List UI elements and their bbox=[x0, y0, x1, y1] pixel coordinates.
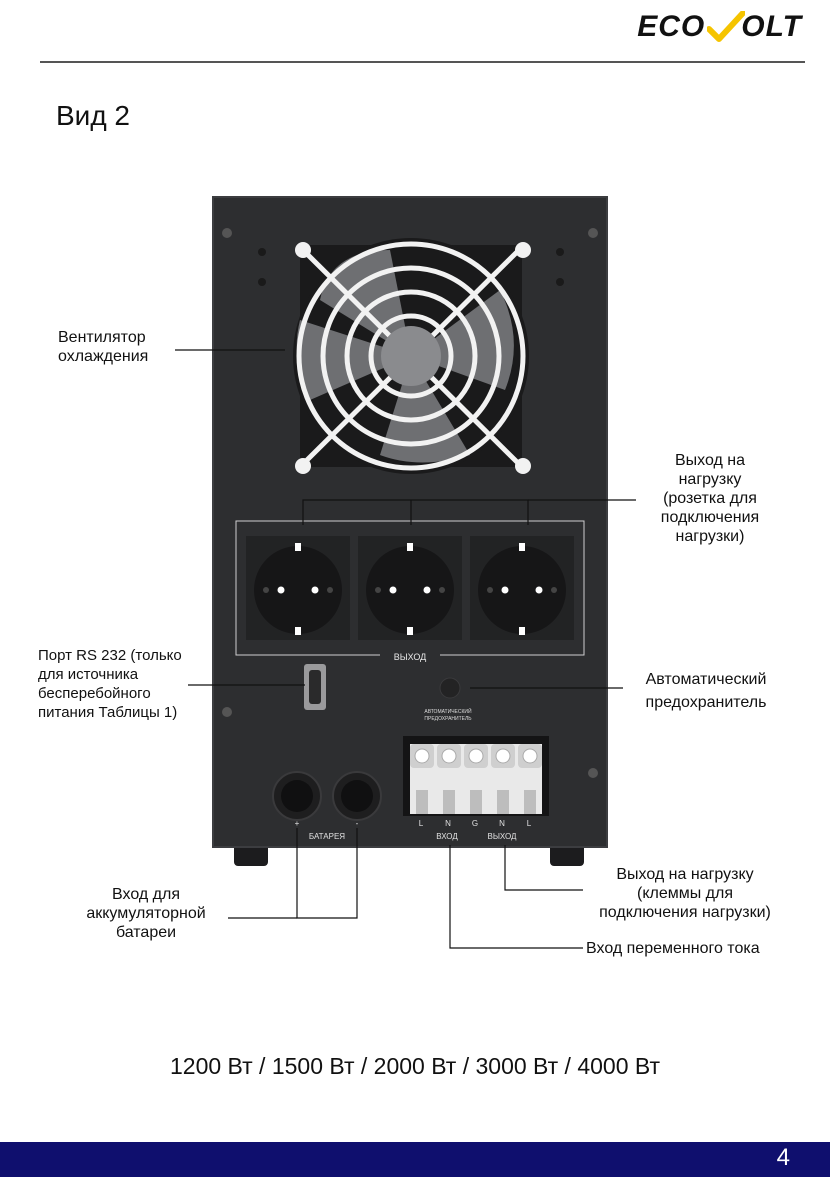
screw-icon bbox=[588, 768, 598, 778]
svg-text:G: G bbox=[472, 819, 478, 828]
callout-ac-in: Вход переменного тока bbox=[586, 940, 760, 957]
svg-text:ВЫХОД: ВЫХОД bbox=[488, 832, 518, 841]
terminal-block-icon bbox=[403, 736, 549, 816]
ecovolt-logo: ECO OLT bbox=[637, 10, 802, 44]
logo-text-right: OLT bbox=[741, 10, 802, 43]
svg-text:L: L bbox=[419, 819, 424, 828]
svg-text:БАТАРЕЯ: БАТАРЕЯ bbox=[309, 832, 345, 841]
socket-3-icon bbox=[470, 536, 574, 640]
screw-icon bbox=[222, 707, 232, 717]
svg-text:N: N bbox=[499, 819, 505, 828]
battery-terminal-minus-icon bbox=[332, 771, 382, 821]
rs232-port-icon bbox=[304, 664, 326, 710]
cooling-fan-icon bbox=[293, 238, 531, 474]
svg-text:-: - bbox=[356, 819, 359, 828]
screw-icon bbox=[588, 228, 598, 238]
power-ratings: 1200 Вт / 1500 Вт / 2000 Вт / 3000 Вт / … bbox=[169, 1053, 661, 1079]
svg-text:N: N bbox=[445, 819, 451, 828]
output-panel-label: ВЫХОД bbox=[394, 652, 427, 662]
callout-leader-lines bbox=[175, 349, 636, 949]
socket-1-icon bbox=[246, 536, 350, 640]
ups-rear-panel-diagram: ВЫХОД АВТОМАТИЧЕСКИЙ ПРЕДОХРАНИТЕЛЬ bbox=[175, 196, 636, 949]
battery-terminal-plus-icon bbox=[272, 771, 322, 821]
breaker-button-icon bbox=[439, 677, 461, 699]
page-title: Вид 2 bbox=[56, 100, 131, 131]
svg-text:АВТОМАТИЧЕСКИЙ: АВТОМАТИЧЕСКИЙ bbox=[424, 707, 472, 715]
svg-text:L: L bbox=[527, 819, 532, 828]
footer-bar: 4 bbox=[0, 1142, 830, 1177]
header-rule bbox=[40, 61, 805, 63]
svg-text:ВХОД: ВХОД bbox=[436, 832, 458, 841]
socket-2-icon bbox=[358, 536, 462, 640]
logo-check-icon bbox=[707, 11, 746, 42]
page-number: 4 bbox=[776, 1144, 790, 1171]
callout-terminals-out: Выход на нагрузку(клеммы для подключения… bbox=[599, 866, 771, 921]
svg-text:ПРЕДОХРАНИТЕЛЬ: ПРЕДОХРАНИТЕЛЬ bbox=[424, 716, 472, 722]
logo-text-left: ECO bbox=[637, 10, 706, 43]
svg-text:+: + bbox=[295, 819, 300, 828]
screw-icon bbox=[222, 228, 232, 238]
